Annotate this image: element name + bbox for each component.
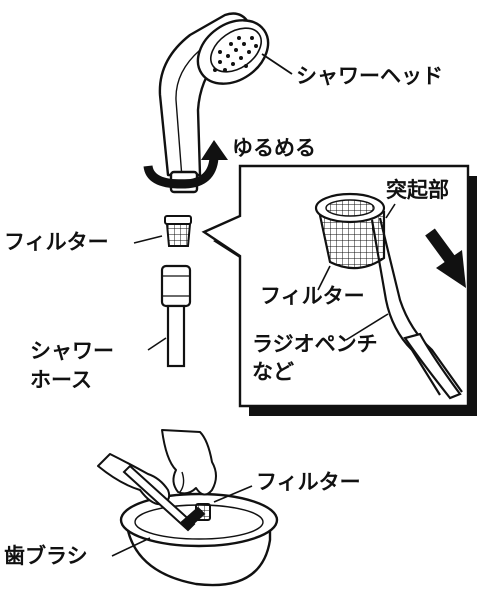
bowl-filter-label: フィルター — [256, 470, 361, 494]
inset-callout — [201, 164, 477, 416]
spray-holes — [213, 36, 258, 72]
hose-label-line2: ホース — [30, 368, 92, 392]
filter-label-top: フィルター — [4, 230, 109, 254]
bowl-filter-leader — [213, 485, 253, 503]
shower-hose — [160, 264, 192, 368]
filter-in-bowl — [195, 503, 211, 521]
loosen-label: ゆるめる — [232, 136, 316, 160]
toothbrush-leader — [111, 537, 151, 557]
protrusion-leader — [385, 203, 396, 219]
pliers — [370, 217, 463, 400]
shower-head — [158, 12, 270, 194]
inset-filter-label: フィルター — [260, 284, 365, 308]
hose-label-line1: シャワー — [30, 339, 114, 363]
pull-direction-arrow — [425, 228, 466, 288]
protrusion-label: 突起部 — [386, 178, 449, 202]
inset-filter-leader — [317, 265, 331, 291]
shower-head-leader — [261, 53, 293, 75]
shower-head-label: シャワーヘッド — [296, 64, 443, 88]
filter-large — [314, 192, 386, 270]
pliers-label-line2: など — [252, 360, 294, 384]
toothbrush-label: 歯ブラシ — [4, 544, 88, 568]
pliers-label-line1: ラジオペンチ — [252, 332, 378, 356]
filter-leader — [133, 235, 163, 244]
pliers-leader — [345, 313, 389, 341]
filter-small — [164, 215, 192, 247]
loosen-arrow — [143, 140, 228, 189]
hose-leader — [147, 337, 167, 351]
